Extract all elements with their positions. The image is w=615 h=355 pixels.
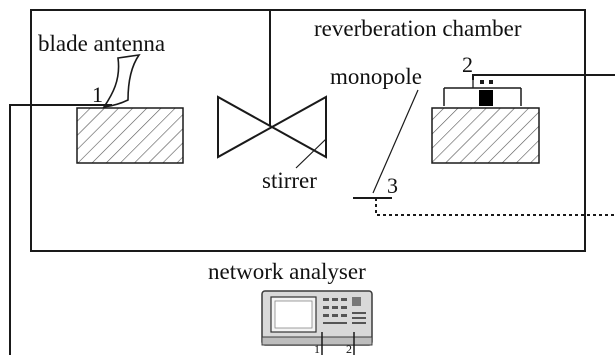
stirrer: [217, 95, 327, 159]
chamber-label: reverberation chamber: [314, 16, 522, 41]
analyser-port-2-label: 2: [346, 342, 352, 355]
blade-antenna-cable: [9, 104, 112, 355]
stirrer-leader: [295, 138, 327, 169]
chamber-wall: [30, 9, 586, 252]
right-support-block: [431, 107, 540, 164]
blade-antenna-label: blade antenna: [38, 31, 165, 56]
blade-port-label: 1: [92, 82, 103, 107]
network-analyser-label: network analyser: [208, 259, 366, 284]
network-analyser: [261, 290, 373, 346]
blade-antenna: [102, 53, 141, 109]
monopole-cable: [472, 74, 615, 80]
monopole-label: monopole: [330, 64, 422, 89]
monopole-leader: [372, 89, 419, 194]
left-support-block: [76, 107, 184, 164]
probe-port-label: 3: [387, 173, 398, 198]
analyser-port-1-label: 1: [314, 342, 320, 355]
monopole-assembly: [443, 80, 522, 106]
probe-cable: [375, 198, 615, 216]
analyser-keypad: [323, 297, 366, 324]
stirrer-label: stirrer: [262, 168, 317, 193]
monopole-port-label: 2: [462, 52, 473, 77]
